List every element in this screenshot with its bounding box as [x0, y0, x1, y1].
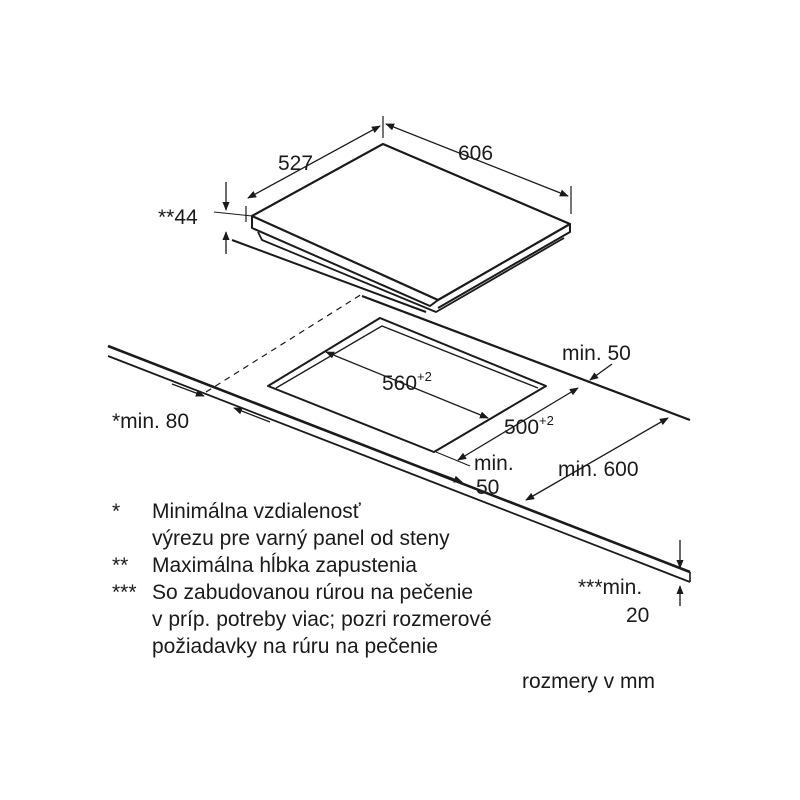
hob-front-edge	[251, 216, 439, 307]
worktop	[107, 294, 691, 583]
cutout-depth-value: 500	[504, 416, 539, 439]
hob-depth-label: 527	[278, 152, 313, 175]
cutout-outline	[267, 317, 547, 453]
min-600-label: min. 600	[558, 458, 639, 481]
min-80-label: *min. 80	[112, 410, 189, 433]
legend-line: požiadavky na rúru na pečenie	[152, 635, 439, 658]
legend-text: Maximálna hĺbka zapustenia	[152, 552, 672, 579]
legend-line: Maximálna hĺbka zapustenia	[152, 554, 417, 577]
min-50-front-arrow	[429, 469, 463, 483]
worktop-front-edge-lower	[107, 355, 691, 583]
cutout-width-label: 560+2	[382, 369, 432, 395]
legend-text: So zabudovanou rúrou na pečenie v príp. …	[152, 579, 672, 660]
hob-height-ext-top	[213, 211, 253, 217]
legend-line: So zabudovanou rúrou na pečenie	[152, 581, 474, 604]
legend-line: výrezu pre varný panel od steny	[152, 527, 450, 550]
units-note: rozmery v mm	[522, 670, 655, 693]
min-80-arrow-left	[171, 383, 205, 397]
hob-width-label: 606	[458, 142, 493, 165]
hob-depth-dimension-line	[247, 125, 381, 199]
hob-width-dimension-line	[385, 123, 569, 197]
legend-item-1: * Minimálna vzdialenosť výrezu pre varný…	[112, 498, 672, 552]
min-50-back-label: min. 50	[562, 342, 631, 365]
cutout-width-value: 560	[382, 372, 417, 395]
cutout-depth-dimension-line	[457, 387, 579, 461]
legend-mark: **	[112, 554, 129, 577]
legend-line: Minimálna vzdialenosť	[152, 500, 361, 523]
worktop-front-edge	[107, 344, 691, 574]
legend-item-3: *** So zabudovanou rúrou na pečenie v pr…	[112, 579, 672, 660]
legend-mark: ***	[112, 581, 137, 604]
legend-item-2: ** Maximálna hĺbka zapustenia	[112, 552, 672, 579]
min-50-front-value: 50	[476, 476, 499, 499]
cutout-width-tolerance: +2	[417, 369, 432, 384]
legend: * Minimálna vzdialenosť výrezu pre varný…	[112, 498, 672, 660]
cutout-depth-label: 500+2	[504, 413, 554, 439]
cutout-depth-tolerance: +2	[539, 413, 554, 428]
min-20-value: 20	[626, 604, 649, 627]
hob-height-ref-line	[231, 239, 427, 313]
min-50-front-label: min.	[474, 452, 514, 475]
cutout-depth-ext	[435, 451, 471, 467]
legend-line: v príp. potreby viac; pozri rozmerové	[152, 608, 492, 631]
min-20-label: ***min.	[578, 576, 642, 599]
min-600-dimension-line	[525, 417, 669, 501]
hob-height-label: **44	[158, 206, 198, 229]
projection-dashed-line	[205, 293, 363, 393]
legend-text: Minimálna vzdialenosť výrezu pre varný p…	[152, 498, 672, 552]
min-80-arrow-right	[233, 407, 271, 423]
worktop-back-edge	[361, 294, 691, 422]
min-50-back-leader	[589, 363, 613, 381]
legend-mark: *	[112, 500, 121, 523]
hob-right-edge	[437, 224, 571, 309]
hob-base-plate	[257, 231, 565, 313]
